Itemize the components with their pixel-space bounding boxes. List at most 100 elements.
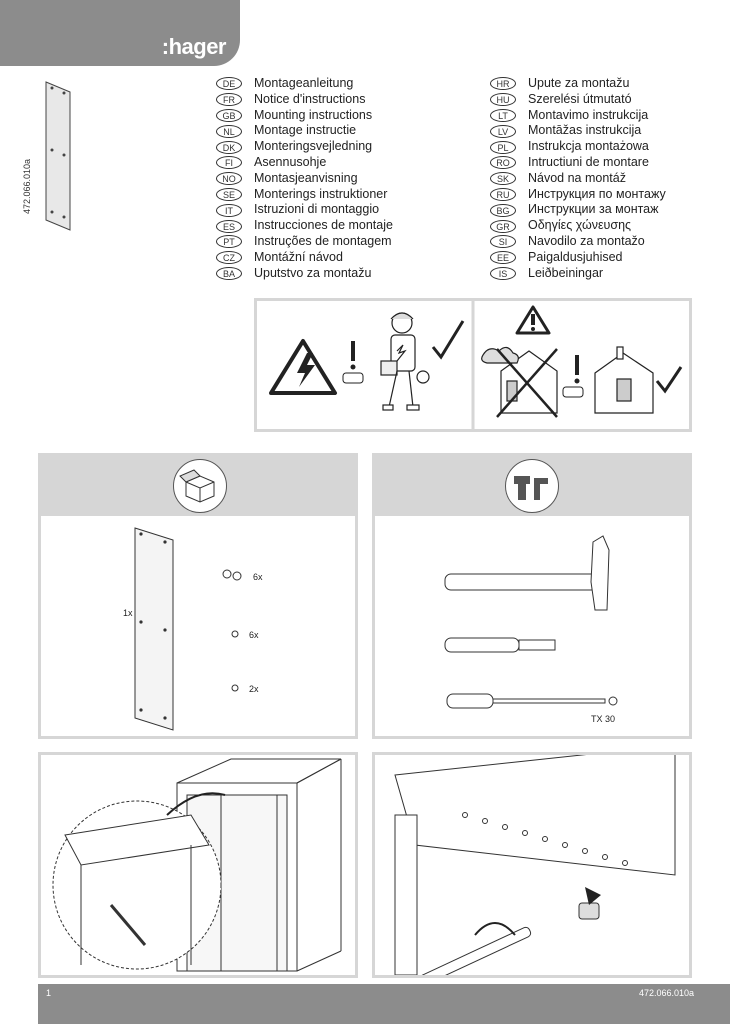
safety-warning-panel bbox=[254, 298, 692, 432]
screw-fastening-detail bbox=[394, 755, 676, 975]
side-panel-thumbnail bbox=[45, 81, 71, 231]
contents-body: 1x 6x 6x 2x bbox=[47, 522, 349, 731]
lang-row: PT Instruções de montagem bbox=[216, 234, 393, 250]
language-title: Montageanleitung bbox=[254, 76, 354, 90]
language-title: Инструкция по монтажу bbox=[528, 186, 666, 201]
language-code: RU bbox=[490, 187, 516, 201]
language-title: Instrukcja montażowa bbox=[528, 139, 649, 154]
screwdriver-icon bbox=[446, 693, 618, 709]
language-code: GB bbox=[216, 108, 242, 122]
hager-logo: :hager bbox=[161, 34, 227, 59]
language-code: FR bbox=[216, 93, 242, 107]
lang-row: RO Intructiuni de montare bbox=[490, 155, 666, 171]
brand-bar: :hager bbox=[0, 0, 240, 66]
pointing-hand-icon bbox=[342, 372, 364, 384]
screwdriver-detail bbox=[109, 904, 147, 946]
language-code: HU bbox=[490, 93, 516, 107]
tools-icon bbox=[505, 459, 559, 513]
lang-row: FR Notice d'instructions bbox=[216, 92, 393, 108]
language-title: Uputstvo za montažu bbox=[254, 265, 372, 280]
warning-electric-icon bbox=[269, 339, 337, 395]
step-2-illustration bbox=[372, 752, 692, 978]
lang-row: RU Инструкция по монтажу bbox=[490, 187, 666, 203]
language-title: Montážní návod bbox=[254, 249, 343, 264]
lang-row: SI Navodilo za montažo bbox=[490, 234, 666, 250]
language-code: NO bbox=[216, 172, 242, 186]
chisel-icon bbox=[444, 637, 556, 653]
warning-triangle-icon bbox=[515, 305, 551, 335]
safety-illustration bbox=[269, 301, 683, 429]
language-title: Montasjeanvisning bbox=[254, 170, 358, 185]
screw-c bbox=[231, 684, 239, 692]
screw-quantity-c: 2x bbox=[249, 684, 259, 694]
footer-document-number: 472.066.010a bbox=[638, 988, 694, 998]
pointing-hand-icon bbox=[562, 386, 584, 398]
lang-row: FI Asennusohje bbox=[216, 155, 393, 171]
hammer-icon bbox=[444, 535, 610, 611]
electrician-figure bbox=[380, 312, 430, 411]
language-code: SK bbox=[490, 172, 516, 186]
language-code: BG bbox=[490, 203, 516, 217]
tools-illustration bbox=[444, 535, 618, 709]
checkmark-icon bbox=[431, 320, 465, 360]
screw-quantity-a: 6x bbox=[253, 572, 263, 582]
language-code: IT bbox=[216, 203, 242, 217]
language-code: ES bbox=[216, 219, 242, 233]
indoor-house bbox=[594, 346, 654, 414]
package-contents-panel: 1x 6x 6x 2x bbox=[38, 453, 358, 739]
lang-row: NO Montasjeanvisning bbox=[216, 171, 393, 187]
lang-row: IT Istruzioni di montaggio bbox=[216, 202, 393, 218]
language-title: Leiðbeiningar bbox=[528, 265, 604, 280]
language-title: Notice d'instructions bbox=[254, 91, 366, 106]
language-code: FI bbox=[216, 156, 242, 170]
lang-row: IS Leiðbeiningar bbox=[490, 266, 666, 282]
language-code: LT bbox=[490, 108, 516, 122]
language-title: Montāžas instrukcija bbox=[528, 123, 642, 138]
language-title: Οδηγίες χώνευσης bbox=[528, 218, 632, 233]
language-title: Montage instructie bbox=[254, 123, 357, 138]
language-title: Návod na montáž bbox=[528, 170, 626, 185]
language-code: RO bbox=[490, 156, 516, 170]
language-code: IS bbox=[490, 266, 516, 280]
lang-row: CZ Montážní návod bbox=[216, 250, 393, 266]
screwdriver-tool bbox=[419, 922, 532, 975]
page-number: 1 bbox=[46, 988, 52, 998]
language-code: HR bbox=[490, 77, 516, 91]
exclamation-icon bbox=[574, 355, 580, 384]
language-code: EE bbox=[490, 251, 516, 265]
lang-row: EE Paigaldusjuhised bbox=[490, 250, 666, 266]
exclamation-icon bbox=[350, 341, 356, 370]
page-footer: 1 472.066.010a bbox=[38, 984, 730, 1024]
language-title: Navodilo za montažo bbox=[528, 233, 645, 248]
language-title: Asennusohje bbox=[254, 154, 327, 169]
language-code: CZ bbox=[216, 251, 242, 265]
insertion-arrow bbox=[585, 887, 601, 905]
language-title: Intructiuni de montare bbox=[528, 154, 649, 169]
checkmark-icon bbox=[655, 366, 683, 394]
language-code: PT bbox=[216, 235, 242, 249]
language-code: SI bbox=[490, 235, 516, 249]
contents-illustration bbox=[134, 527, 242, 731]
language-title: Istruzioni di montaggio bbox=[254, 202, 380, 217]
side-panel-part bbox=[134, 527, 174, 731]
cabinet-roof-removal bbox=[52, 758, 342, 972]
language-code: DK bbox=[216, 140, 242, 154]
language-title: Paigaldusjuhised bbox=[528, 249, 623, 264]
outdoor-house-crossed bbox=[481, 346, 558, 418]
step-1-illustration bbox=[38, 752, 358, 978]
language-title: Monterings instruktioner bbox=[254, 186, 388, 201]
language-title: Instruções de montagem bbox=[254, 233, 392, 248]
